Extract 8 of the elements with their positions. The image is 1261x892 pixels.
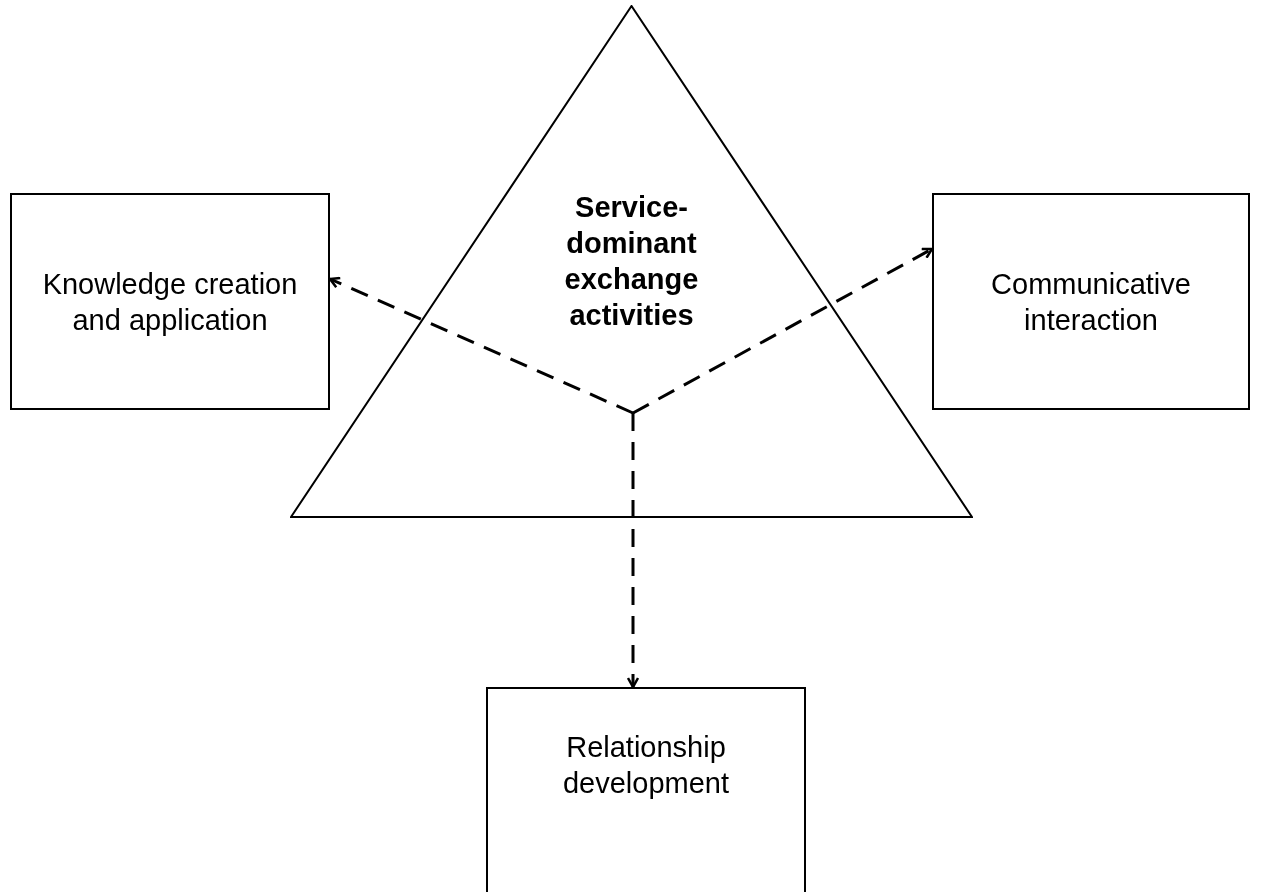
box-label: Relationship development bbox=[561, 730, 731, 801]
box-label: Knowledge creation and application bbox=[42, 266, 298, 338]
box-label: Communicative interaction bbox=[990, 266, 1192, 338]
dashed-arrow bbox=[626, 413, 640, 689]
concept-box bbox=[10, 193, 330, 410]
dashed-arrow bbox=[632, 247, 934, 415]
concept-box bbox=[486, 687, 806, 892]
concept-box bbox=[932, 193, 1250, 410]
